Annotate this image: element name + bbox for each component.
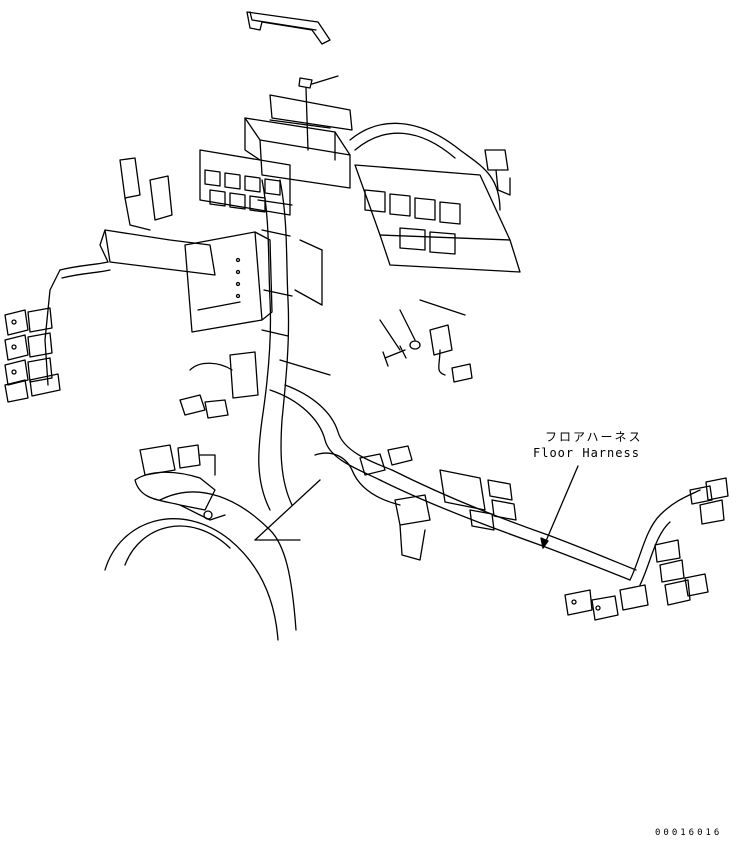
callout-label-jp: フロアハーネス bbox=[545, 430, 643, 444]
trunk-relay bbox=[180, 352, 258, 418]
upper-right-loop bbox=[350, 123, 510, 210]
right-end-connectors bbox=[565, 478, 728, 620]
relay-panel-right bbox=[355, 165, 520, 272]
bolt-washer-bracket bbox=[383, 325, 472, 382]
upper-left-connectors bbox=[100, 158, 215, 275]
lower-left-assembly bbox=[135, 445, 225, 520]
relay-box bbox=[245, 95, 352, 188]
callout-leader bbox=[541, 466, 578, 548]
harness-trunk bbox=[258, 180, 292, 510]
drawing-code: 00016016 bbox=[655, 828, 723, 838]
callout-label-en: Floor Harness bbox=[533, 446, 640, 460]
relay-cluster-left bbox=[200, 150, 290, 215]
floor-harness-run bbox=[270, 385, 636, 580]
controller-unit bbox=[185, 232, 272, 332]
clip-part bbox=[299, 76, 338, 150]
cover-cap bbox=[247, 12, 330, 44]
leader-lines-upper bbox=[280, 240, 465, 375]
cable-loops bbox=[105, 480, 320, 640]
left-connector-stack bbox=[5, 262, 110, 402]
